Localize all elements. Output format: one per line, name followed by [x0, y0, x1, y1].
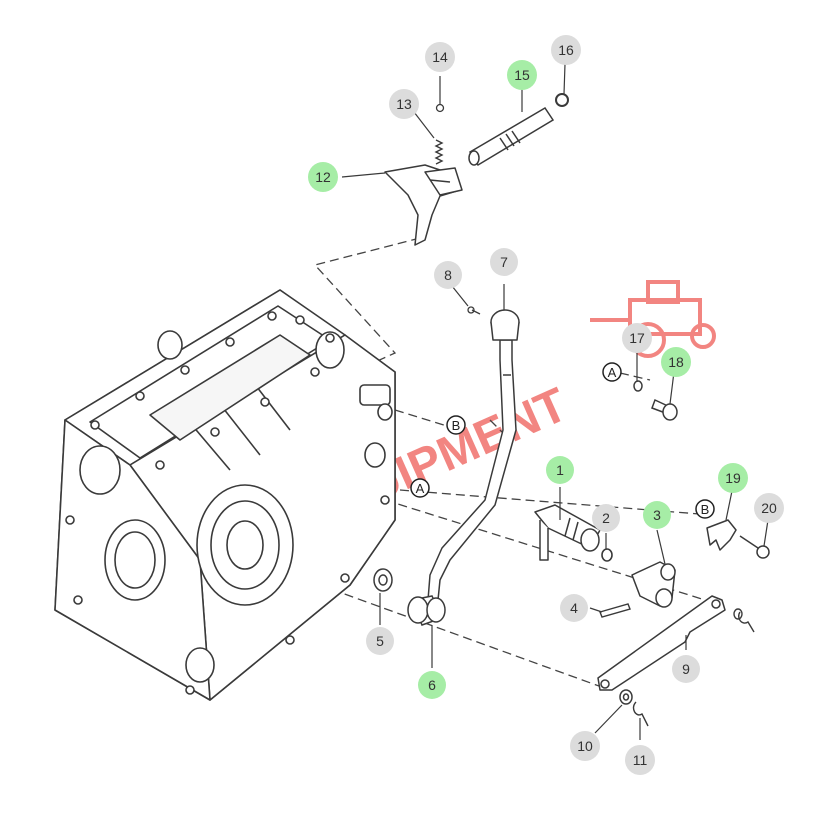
spring-part: [434, 139, 444, 165]
callout-label: 14: [432, 49, 448, 65]
callout-badges: 1 2 3 4 5 6 7 8 9 10 11 12 13 14 15 16 1…: [308, 35, 784, 775]
callout-8: 8: [434, 261, 462, 289]
split-pin-part: [632, 608, 755, 727]
callout-7: 7: [490, 248, 518, 276]
bushing-part: [407, 595, 446, 626]
callout-label: 20: [761, 500, 777, 516]
callout-3: 3: [643, 501, 671, 529]
transmission-housing: [54, 289, 396, 701]
reference-mark-label: B: [701, 502, 710, 517]
callout-15: 15: [507, 60, 537, 90]
callout-17: 17: [622, 323, 652, 353]
o-ring-part: [601, 548, 613, 562]
callout-label: 18: [668, 354, 684, 370]
lever-hub-part: [631, 561, 676, 608]
callout-label: 17: [629, 330, 645, 346]
callout-11: 11: [625, 745, 655, 775]
callout-label: 12: [315, 169, 331, 185]
callout-10: 10: [570, 731, 600, 761]
circlip-part: [555, 93, 569, 107]
callout-20: 20: [754, 493, 784, 523]
callout-4: 4: [560, 594, 588, 622]
callout-label: 2: [602, 510, 610, 526]
callout-label: 4: [570, 600, 578, 616]
callout-label: 11: [633, 752, 648, 768]
callout-5: 5: [366, 627, 394, 655]
callout-13: 13: [389, 89, 419, 119]
callout-label: 8: [444, 267, 452, 283]
callout-label: 7: [500, 254, 508, 270]
callout-label: 1: [556, 462, 564, 478]
roll-pin-part: [599, 603, 631, 618]
reference-mark-b-body: B: [446, 415, 466, 435]
callout-label: 5: [376, 633, 384, 649]
callout-19: 19: [718, 463, 748, 493]
reference-mark-b-right: B: [695, 499, 715, 519]
callout-label: 9: [682, 661, 690, 677]
washer-part: [373, 568, 393, 592]
callout-18: 18: [661, 347, 691, 377]
detent-ball-part: [435, 103, 445, 113]
cross-shaft-part: [534, 504, 601, 561]
callout-9: 9: [672, 655, 700, 683]
callout-label: 16: [558, 42, 574, 58]
callout-16: 16: [551, 35, 581, 65]
callout-12: 12: [308, 162, 338, 192]
callout-label: 6: [428, 677, 436, 693]
reference-mark-a-top: A: [602, 362, 622, 382]
callout-2: 2: [592, 504, 620, 532]
callout-6: 6: [418, 671, 446, 699]
callout-14: 14: [425, 42, 455, 72]
link-washer-part: [619, 689, 633, 705]
callout-label: 10: [577, 738, 593, 754]
shift-fork-part: [384, 164, 463, 246]
callout-label: 3: [653, 507, 661, 523]
stop-plate-part: [706, 519, 770, 559]
reference-mark-label: A: [608, 365, 617, 380]
callout-label: 15: [514, 67, 530, 83]
tractor-logo-icon: [590, 280, 716, 358]
reference-mark-a-body: A: [410, 478, 430, 498]
reference-mark-label: B: [452, 418, 461, 433]
set-screw-part: [467, 306, 481, 315]
callout-label: 13: [396, 96, 412, 112]
link-rod-part: [597, 595, 726, 691]
shift-rod-part: [468, 106, 555, 167]
leader-lines: [341, 63, 769, 740]
callout-1: 1: [546, 456, 574, 484]
reference-mark-label: A: [416, 481, 425, 496]
callout-label: 19: [725, 470, 741, 486]
